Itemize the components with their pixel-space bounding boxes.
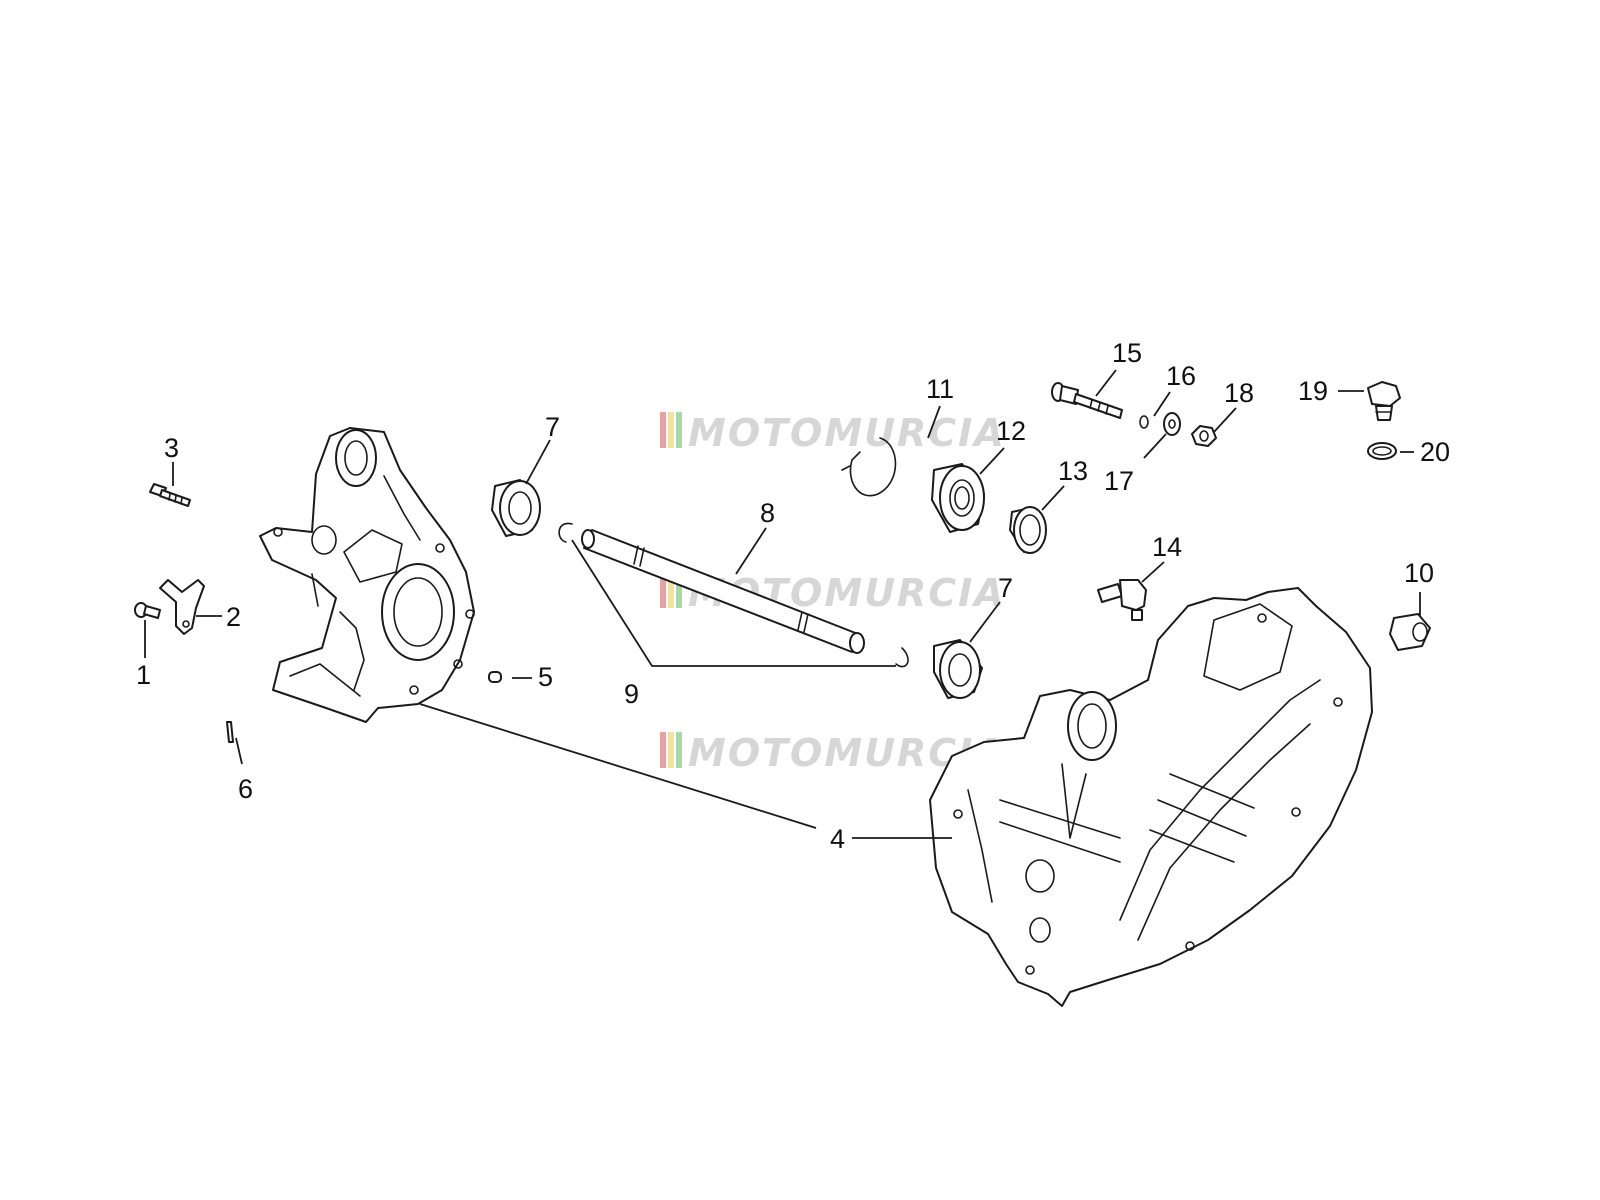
callout-8: 8 — [760, 498, 775, 528]
callout-15: 15 — [1112, 338, 1142, 368]
callout-3: 3 — [164, 433, 179, 463]
callout-17: 17 — [1104, 466, 1134, 496]
ball-bearing-upper — [491, 479, 541, 537]
callout-2: 2 — [226, 602, 241, 632]
o-ring-small — [1139, 415, 1149, 429]
bearing-large — [931, 463, 985, 533]
callout-10: 10 — [1404, 558, 1434, 588]
callout-13: 13 — [1058, 456, 1088, 486]
circlip-right — [895, 647, 909, 668]
callout-6: 6 — [238, 774, 253, 804]
snap-ring — [841, 437, 897, 497]
callout-5: 5 — [538, 662, 553, 692]
callout-7-upper: 7 — [545, 412, 560, 442]
callout-9: 9 — [624, 679, 639, 709]
ball-bearing-lower — [933, 639, 983, 699]
breather-fitting — [1097, 579, 1147, 621]
svg-text:MOTOMURCIA: MOTOMURCIA — [688, 411, 1006, 455]
callout-16: 16 — [1166, 361, 1196, 391]
callout-19: 19 — [1298, 376, 1328, 406]
drain-plug — [1367, 381, 1401, 421]
sealing-washer — [1367, 442, 1397, 460]
callout-18: 18 — [1224, 378, 1254, 408]
locating-pin — [226, 721, 234, 743]
hex-nut — [1191, 425, 1217, 447]
shaft — [581, 529, 865, 654]
stud-bolt — [149, 483, 191, 507]
callout-7-lower: 7 — [998, 573, 1013, 603]
washer — [1163, 412, 1181, 436]
callout-4: 4 — [830, 824, 845, 854]
circlip-left — [558, 522, 573, 543]
callout-1: 1 — [136, 660, 151, 690]
callout-12: 12 — [996, 416, 1026, 446]
callout-20: 20 — [1420, 437, 1450, 467]
callout-11: 11 — [926, 374, 954, 404]
oil-seal — [1009, 506, 1047, 554]
watermark-top: MOTOMURCIA — [660, 411, 1006, 455]
leader-lines — [144, 369, 1421, 839]
flange-bolt — [1051, 382, 1123, 419]
callout-14: 14 — [1152, 532, 1182, 562]
dowel-pin — [488, 671, 502, 683]
gear-shift-fork — [159, 579, 205, 635]
crankcase-right-half — [929, 587, 1373, 1007]
screw — [134, 602, 161, 619]
bushing — [1389, 613, 1431, 651]
crankcase-left-half — [259, 427, 475, 723]
